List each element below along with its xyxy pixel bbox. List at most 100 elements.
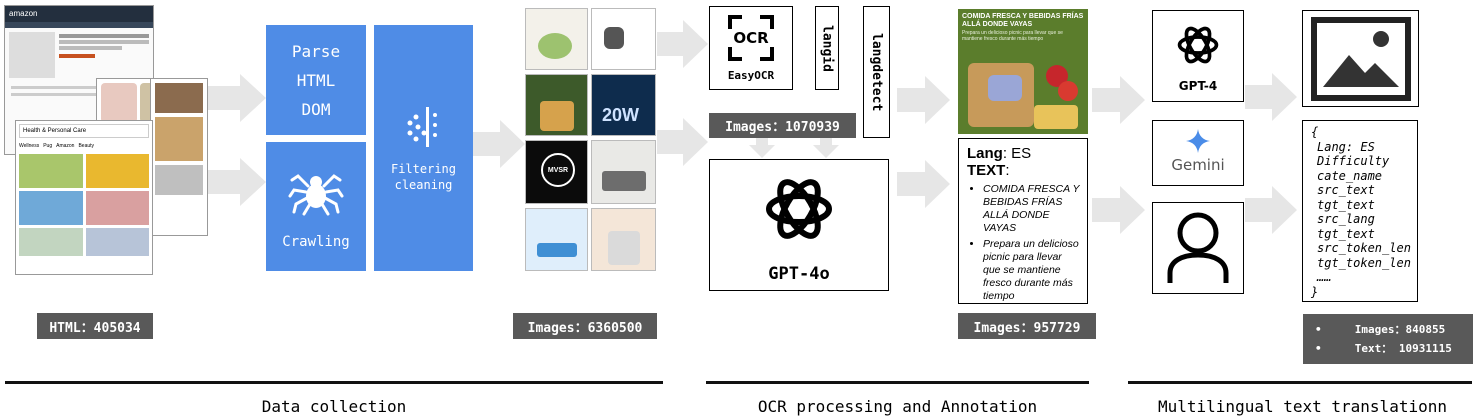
text-colon: : — [1005, 162, 1010, 179]
arrow-to-gpt4 — [1092, 76, 1145, 124]
ad-image: COMIDA FRESCA Y BEBIDAS FRÍAS ALLÁ DONDE… — [958, 9, 1088, 134]
arrow-filter-to-images — [473, 120, 525, 168]
parse-html-dom-box: Parse HTML DOM — [266, 25, 366, 135]
image-icon — [1310, 16, 1411, 101]
ad-sub-text: Prepara un delicioso picnic para llevar … — [962, 30, 1063, 42]
json-line: tgt_text — [1317, 197, 1375, 212]
thumb-robot — [591, 208, 656, 271]
langid-label: langid — [819, 24, 835, 72]
images-6360500-label: Images：6360500 — [513, 313, 657, 339]
gemini-star-icon — [1186, 129, 1210, 153]
html-count-label: HTML：405034 — [37, 313, 153, 339]
json-line: { — [1311, 125, 1319, 139]
arrow-screens-to-parse — [208, 74, 266, 122]
image-icon-box — [1302, 10, 1419, 107]
gpt4-box: GPT-4 — [1152, 10, 1244, 102]
stat-value: ：840855 — [1394, 323, 1446, 336]
screenshot-tab: Wellness — [19, 143, 40, 149]
json-line: tgt_token_len — [1317, 255, 1411, 270]
spider-icon — [288, 173, 344, 215]
translation-json-box: { Lang: ES Difficulty cate_name src_text… — [1302, 120, 1418, 302]
stat-value: ： 10931115 — [1381, 342, 1452, 355]
ocr-scan-icon: OCR — [728, 15, 774, 61]
json-line: src_text — [1317, 183, 1375, 197]
thumb-cleaner — [525, 208, 588, 271]
crawling-box: Crawling — [266, 142, 366, 271]
filtering-cleaning-box: Filtering cleaning — [374, 25, 473, 271]
lang-key: Lang — [967, 145, 1003, 162]
screenshot-tab: Pug — [43, 143, 53, 149]
json-line: tgt_text — [1317, 226, 1375, 241]
section-divider — [706, 381, 1089, 384]
langdetect-box: langdetect — [863, 6, 890, 138]
json-line: src_token_len — [1317, 241, 1411, 255]
translation-stats-box: • Images：840855 • Text： 10931115 — [1303, 314, 1473, 364]
arrow-images-to-gpt — [657, 118, 708, 166]
lang-value: : ES — [1002, 145, 1032, 162]
arrow-down-2 — [813, 137, 839, 158]
filter-icon — [407, 107, 437, 147]
annotation-box: Lang: ES TEXT: COMIDA FRESCA Y BEBIDAS F… — [958, 138, 1088, 304]
ocr-icon-text: OCR — [733, 29, 769, 47]
arrow-to-ad — [897, 76, 950, 124]
thumb-mvsr: MVSR — [525, 140, 588, 204]
langdetect-label: langdetect — [869, 32, 884, 112]
stat-label: Images — [1354, 323, 1395, 336]
thumb-mvsr-text: MVSR — [547, 166, 569, 174]
arrow-images-to-ocr — [657, 20, 708, 68]
user-icon — [1167, 212, 1229, 283]
images-1070939-label: Images：1070939 — [709, 113, 856, 138]
json-line: Lang: ES — [1317, 139, 1375, 154]
thumb-picnic — [525, 74, 588, 136]
parse-line: Parse — [291, 41, 341, 61]
json-line: } — [1311, 284, 1319, 299]
section-title-ocr: OCR processing and Annotation — [757, 397, 1038, 416]
amazon-header: amazon — [5, 6, 153, 22]
search-bar: Health & Personal Care — [19, 124, 149, 138]
thumb-device — [591, 140, 656, 204]
json-line: src_lang — [1317, 212, 1375, 226]
stat-label: Text — [1354, 342, 1382, 355]
thumb-charger: 20W — [591, 74, 656, 136]
crawling-label: Crawling — [282, 233, 350, 250]
images-957729-label: Images：957729 — [958, 313, 1096, 339]
langid-box: langid — [815, 6, 839, 90]
section-title-data-collection: Data collection — [261, 397, 407, 416]
section-title-translation: Multilingual text translationn — [1158, 397, 1447, 416]
text-item: COMIDA FRESCA Y BEBIDAS FRÍAS ALLÁ DONDE… — [983, 183, 1081, 235]
screenshot-tab: Beauty — [78, 143, 95, 149]
arrow-to-json — [1245, 186, 1297, 234]
parse-line: DOM — [301, 99, 331, 119]
gemini-label: Gemini — [1171, 156, 1225, 174]
section-divider — [5, 381, 663, 384]
filtering-line: cleaning — [394, 178, 453, 192]
thumb-20w-text: 20W — [602, 105, 640, 125]
text-item: Prepara un delicioso picnic para llevar … — [983, 238, 1081, 303]
gemini-box: Gemini — [1152, 120, 1244, 186]
easyocr-box: OCR EasyOCR — [709, 6, 793, 90]
easyocr-label: EasyOCR — [727, 69, 775, 82]
section-divider — [1128, 381, 1472, 384]
text-key: TEXT — [967, 162, 1006, 179]
filtering-line: Filtering — [390, 162, 457, 176]
ad-title-text: COMIDA FRESCA Y BEBIDAS FRÍAS ALLÁ DONDE… — [962, 13, 1084, 28]
screenshot-tab: Amazon — [56, 143, 75, 149]
product-screenshot-furniture — [150, 78, 208, 236]
arrow-to-annotation — [897, 160, 950, 208]
parse-line: HTML — [296, 70, 336, 90]
json-line: cate_name — [1317, 168, 1383, 183]
json-line: Difficulty — [1317, 154, 1390, 168]
openai-logo-icon — [766, 179, 832, 239]
gpt4-label: GPT-4 — [1178, 79, 1218, 93]
arrow-to-user — [1092, 186, 1145, 234]
openai-logo-icon — [1177, 26, 1219, 64]
search-results-screenshot: Health & Personal Care Wellness Pug Amaz… — [15, 120, 153, 275]
arrow-down-1 — [749, 137, 775, 158]
human-annotator-box — [1152, 202, 1244, 294]
gpt4o-label: GPT-4o — [768, 264, 830, 284]
gpt4o-box: GPT-4o — [709, 159, 889, 291]
thumb-earbuds — [591, 8, 656, 70]
thumb-kitchen — [525, 8, 588, 70]
json-line: …… — [1317, 270, 1332, 284]
